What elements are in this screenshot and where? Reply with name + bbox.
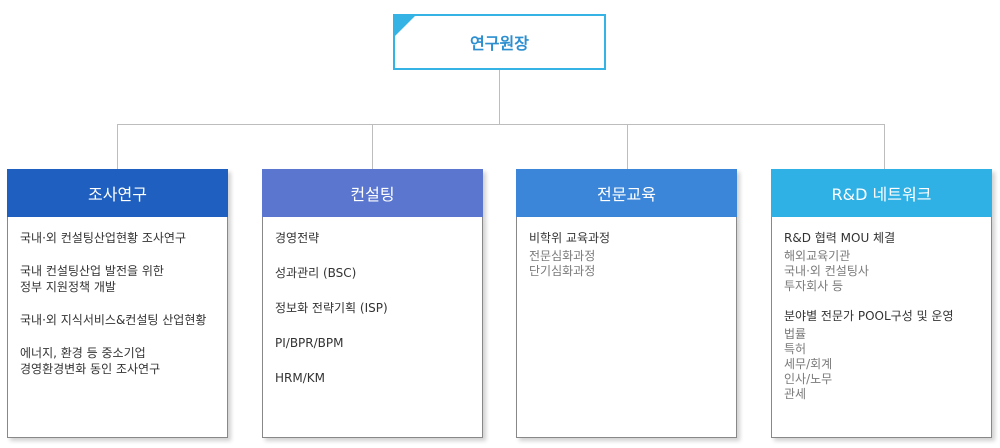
group-title: 비학위 교육과정	[529, 231, 611, 245]
column-title: 전문교육	[597, 185, 656, 204]
column-education: 전문교육 비학위 교육과정 전문심화과정 단기심화과정	[516, 169, 737, 438]
column-consulting: 컨설팅 경영전략 성과관리 (BSC) 정보화 전략기획 (ISP) PI/BP…	[262, 169, 483, 438]
list-item: 관세	[784, 387, 807, 401]
list-item: 국내·외 지식서비스&컨설팅 산업현황	[20, 313, 207, 327]
connector-horizontal	[117, 124, 885, 125]
list-item: 해외교육기관	[784, 249, 851, 263]
list-item: 단기심화과정	[529, 264, 596, 278]
item-group: 비학위 교육과정 전문심화과정 단기심화과정	[529, 230, 724, 279]
column-body: 국내·외 컨설팅산업현황 조사연구 국내 컨설팅산업 발전을 위한 정부 지원정…	[7, 217, 228, 438]
list-item: 성과관리 (BSC)	[275, 266, 357, 280]
column-body: 경영전략 성과관리 (BSC) 정보화 전략기획 (ISP) PI/BPR/BP…	[262, 217, 483, 438]
column-header: 컨설팅	[262, 169, 483, 217]
connector-col-3	[627, 124, 628, 169]
list-item: 전문심화과정	[529, 249, 596, 263]
list-item: HRM/KM	[275, 371, 325, 385]
list-item: 정보화 전략기획 (ISP)	[275, 301, 388, 315]
item-group: 분야별 전문가 POOL구성 및 운영 법률 특허 세무/회계 인사/노무 관세	[784, 308, 979, 402]
director-label: 연구원장	[470, 34, 529, 53]
column-header: 전문교육	[516, 169, 737, 217]
column-body: R&D 협력 MOU 체결 해외교육기관 국내·외 컨설팅사 투자회사 등 분야…	[771, 217, 992, 438]
corner-accent	[393, 14, 417, 38]
list-item: 투자회사 등	[784, 279, 844, 293]
list-item: 국내 컨설팅산업 발전을 위한 정부 지원정책 개발	[20, 264, 164, 294]
group-title: R&D 협력 MOU 체결	[784, 231, 896, 245]
connector-col-4	[884, 124, 885, 169]
item-group: R&D 협력 MOU 체결 해외교육기관 국내·외 컨설팅사 투자회사 등	[784, 230, 979, 294]
column-body: 비학위 교육과정 전문심화과정 단기심화과정	[516, 217, 737, 438]
list-item: 국내·외 컨설팅사	[784, 264, 869, 278]
group-title: 분야별 전문가 POOL구성 및 운영	[784, 309, 954, 323]
connector-root-down	[499, 70, 500, 124]
list-item: 국내·외 컨설팅산업현황 조사연구	[20, 231, 187, 245]
list-item: 에너지, 환경 등 중소기업 경영환경변화 동인 조사연구	[20, 346, 161, 376]
column-title: 조사연구	[88, 185, 147, 204]
connector-col-2	[372, 124, 373, 169]
column-title: R&D 네트워크	[831, 185, 932, 204]
column-title: 컨설팅	[350, 185, 395, 204]
column-header: R&D 네트워크	[771, 169, 992, 217]
list-item: 법률	[784, 327, 807, 341]
list-item: 인사/노무	[784, 372, 833, 386]
list-item: 경영전략	[275, 231, 320, 245]
column-research: 조사연구 국내·외 컨설팅산업현황 조사연구 국내 컨설팅산업 발전을 위한 정…	[7, 169, 228, 438]
list-item: 세무/회계	[784, 357, 833, 371]
director-node: 연구원장	[393, 14, 606, 70]
column-header: 조사연구	[7, 169, 228, 217]
list-item: 특허	[784, 342, 807, 356]
connector-col-1	[117, 124, 118, 169]
column-rnd-network: R&D 네트워크 R&D 협력 MOU 체결 해외교육기관 국내·외 컨설팅사 …	[771, 169, 992, 438]
list-item: PI/BPR/BPM	[275, 336, 344, 350]
